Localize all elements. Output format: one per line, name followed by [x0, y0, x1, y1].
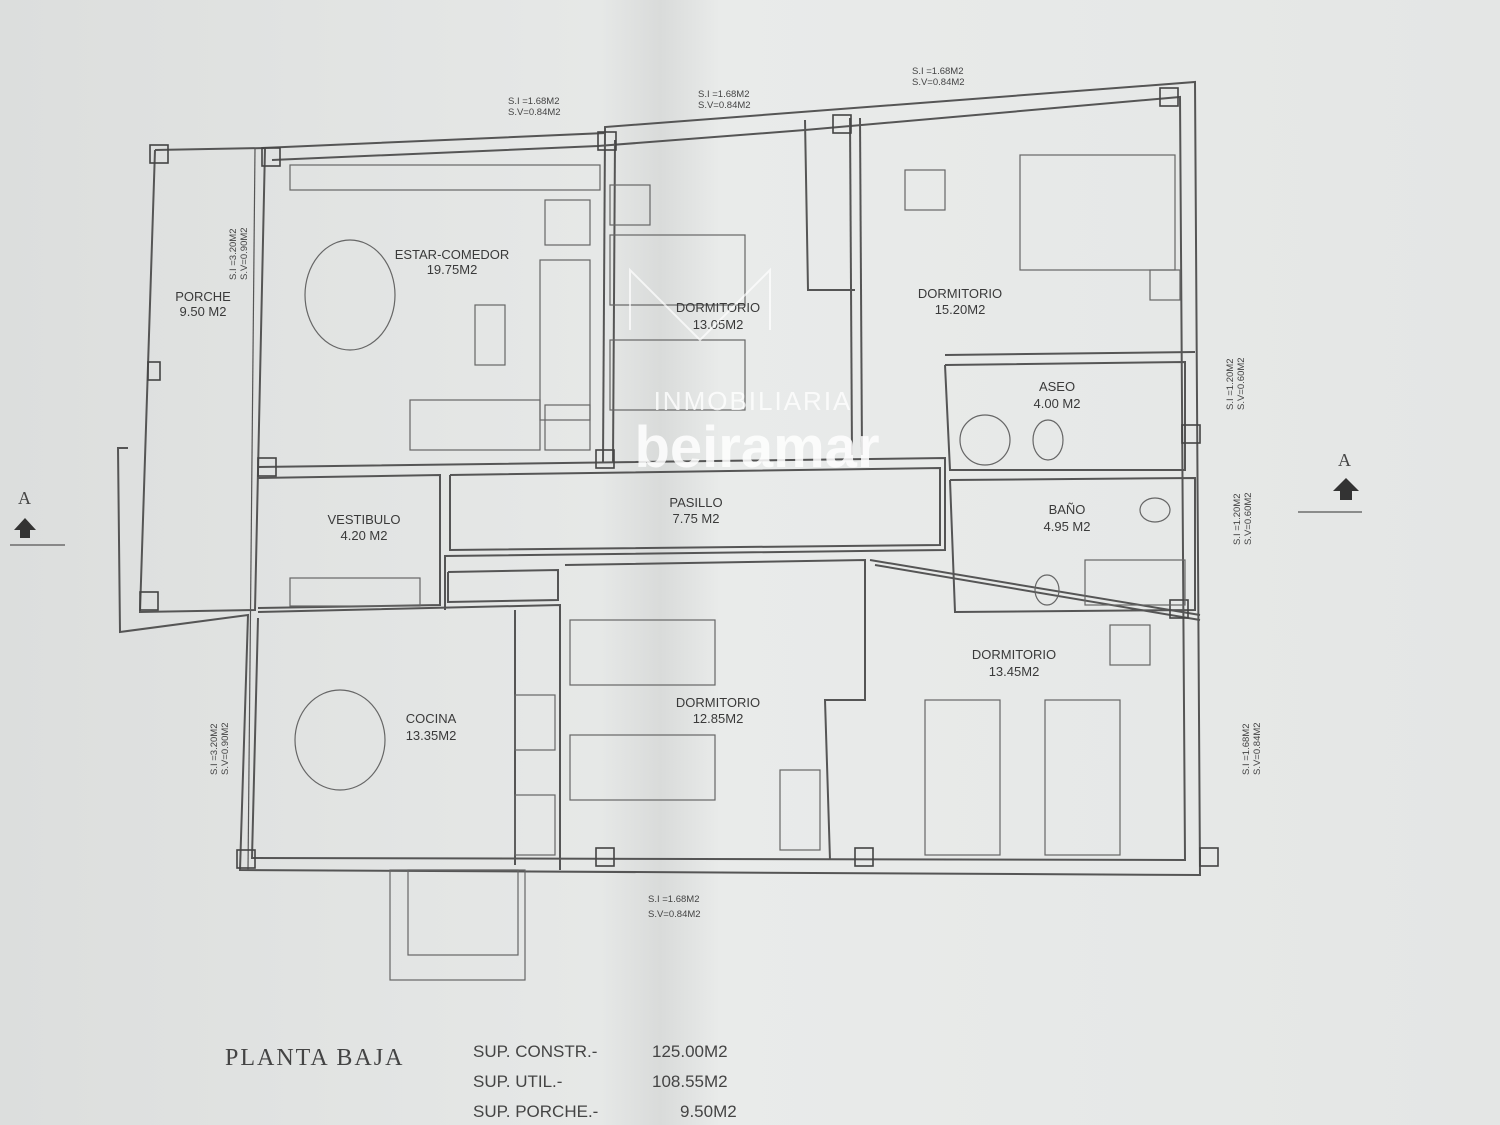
- furniture: [289, 154, 1186, 981]
- window-si: S.I =1.68M2: [648, 894, 700, 905]
- room-name: COCINA: [406, 711, 457, 726]
- room-name: PASILLO: [669, 495, 722, 510]
- summary-label: SUP. PORCHE.-: [473, 1102, 598, 1121]
- window-si: S.I =1.68M2: [1241, 724, 1252, 776]
- summary-label: SUP. CONSTR.-: [473, 1042, 597, 1061]
- svg-text:A: A: [1338, 450, 1353, 470]
- svg-text:beiramar: beiramar: [634, 415, 879, 480]
- room-area: 4.20 M2: [341, 528, 388, 543]
- window-sv: S.V=0.90M2: [220, 722, 231, 775]
- room-labels: ESTAR-COMEDOR 19.75M2 PORCHE 9.50 M2 DOR…: [175, 247, 1090, 743]
- room-name: PORCHE: [175, 289, 231, 304]
- plan-title: PLANTA BAJA: [225, 1045, 404, 1071]
- room-area: 12.85M2: [693, 711, 744, 726]
- structural-columns: [139, 87, 1219, 869]
- window-sv: S.V=0.60M2: [1243, 492, 1254, 545]
- room-name: VESTIBULO: [328, 512, 401, 527]
- window-si: S.I =3.20M2: [228, 229, 239, 281]
- room-name: ASEO: [1039, 379, 1075, 394]
- kitchen-table: [294, 689, 386, 791]
- room-area: 13.45M2: [989, 664, 1040, 679]
- watermark: INMOBILIARIA beiramar: [629, 267, 880, 480]
- section-marker-left: A: [10, 488, 65, 546]
- room-name: BAÑO: [1049, 502, 1086, 517]
- summary-value: 9.50M2: [680, 1102, 737, 1121]
- window-si: S.I =1.68M2: [698, 89, 750, 100]
- window-si: S.I =1.20M2: [1232, 494, 1243, 546]
- window-si: S.I =3.20M2: [209, 724, 220, 776]
- arrow-up-icon: [1333, 478, 1359, 500]
- window-si: S.I =1.68M2: [912, 66, 964, 77]
- room-name: DORMITORIO: [918, 286, 1002, 301]
- window-sv: S.V=0.60M2: [1236, 357, 1247, 410]
- arrow-up-icon: [14, 518, 36, 538]
- room-name: ESTAR-COMEDOR: [395, 247, 510, 262]
- svg-text:INMOBILIARIA: INMOBILIARIA: [654, 386, 853, 416]
- svg-text:A: A: [18, 488, 33, 508]
- window-sv: S.V=0.84M2: [508, 107, 561, 118]
- room-area: 15.20M2: [935, 302, 986, 317]
- summary-value: 108.55M2: [652, 1072, 728, 1091]
- room-area: 13.05M2: [693, 317, 744, 332]
- room-area: 19.75M2: [427, 262, 478, 277]
- section-marker-right: A: [1298, 450, 1362, 513]
- summary-label: SUP. UTIL.-: [473, 1072, 562, 1091]
- window-labels: S.I =1.68M2 S.V=0.84M2 S.I =1.68M2 S.V=0…: [209, 66, 1263, 920]
- window-sv: S.V=0.84M2: [912, 77, 965, 88]
- room-name: DORMITORIO: [676, 300, 760, 315]
- window-sv: S.V=0.90M2: [239, 227, 250, 280]
- interior-walls: [257, 117, 1201, 870]
- summary-value: 125.00M2: [652, 1042, 728, 1061]
- window-sv: S.V=0.84M2: [1252, 722, 1263, 775]
- room-name: DORMITORIO: [676, 695, 760, 710]
- room-area: 9.50 M2: [180, 304, 227, 319]
- room-area: 13.35M2: [406, 728, 457, 743]
- dining-table: [304, 239, 396, 351]
- window-sv: S.V=0.84M2: [648, 909, 701, 920]
- room-area: 7.75 M2: [673, 511, 720, 526]
- room-area: 4.00 M2: [1034, 396, 1081, 411]
- room-area: 4.95 M2: [1044, 519, 1091, 534]
- window-si: S.I =1.20M2: [1225, 359, 1236, 411]
- window-si: S.I =1.68M2: [508, 96, 560, 107]
- window-sv: S.V=0.84M2: [698, 100, 751, 111]
- plan-summary: PLANTA BAJA SUP. CONSTR.- 125.00M2 SUP. …: [225, 1042, 737, 1121]
- room-name: DORMITORIO: [972, 647, 1056, 662]
